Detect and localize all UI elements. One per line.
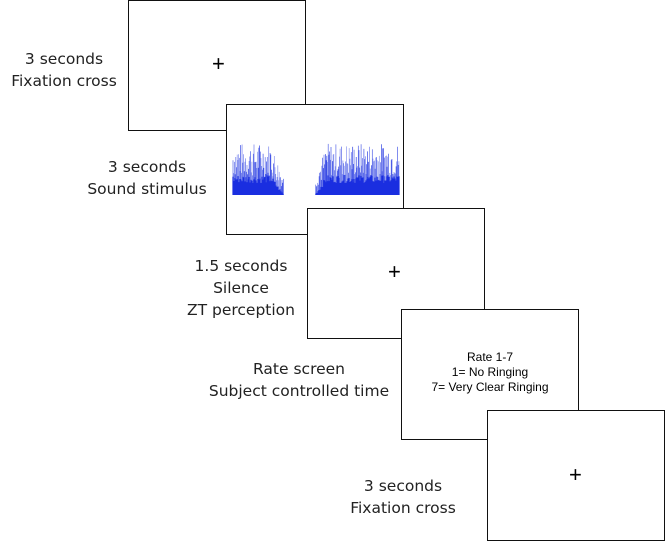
step-description: Fixation cross (350, 499, 456, 517)
step-description: Subject controlled time (208, 382, 390, 400)
screen-fixation-1: + (128, 0, 306, 131)
step-label-fixation-2: 3 seconds Fixation cross (330, 475, 476, 519)
step-duration: 3 seconds (107, 158, 187, 176)
rating-scale-low: 1= No Ringing (451, 365, 529, 379)
sound-waveform-icon (232, 143, 400, 195)
fixation-cross-icon: + (569, 462, 582, 487)
step-label-sound: 3 seconds Sound stimulus (75, 156, 219, 200)
step-label-rating: Rate screen Subject controlled time (202, 358, 396, 402)
step-duration: Rate screen (253, 360, 345, 378)
step-label-silence: 1.5 seconds Silence ZT perception (178, 255, 304, 321)
step-description: ZT perception (186, 301, 295, 319)
step-duration: 3 seconds (24, 50, 104, 68)
step-description: Silence (213, 279, 269, 297)
step-label-fixation-1: 3 seconds Fixation cross (0, 48, 128, 92)
screen-fixation-2: + (487, 410, 665, 541)
fixation-cross-icon: + (388, 259, 401, 284)
step-description: Fixation cross (11, 72, 117, 90)
step-description: Sound stimulus (87, 180, 207, 198)
step-duration: 3 seconds (363, 477, 443, 495)
fixation-cross-icon: + (212, 51, 225, 76)
rating-title: Rate 1-7 (466, 350, 514, 364)
rating-scale-high: 7= Very Clear Ringing (431, 380, 549, 394)
rating-instructions: Rate 1-7 1= No Ringing 7= Very Clear Rin… (402, 350, 578, 395)
step-duration: 1.5 seconds (194, 257, 288, 275)
